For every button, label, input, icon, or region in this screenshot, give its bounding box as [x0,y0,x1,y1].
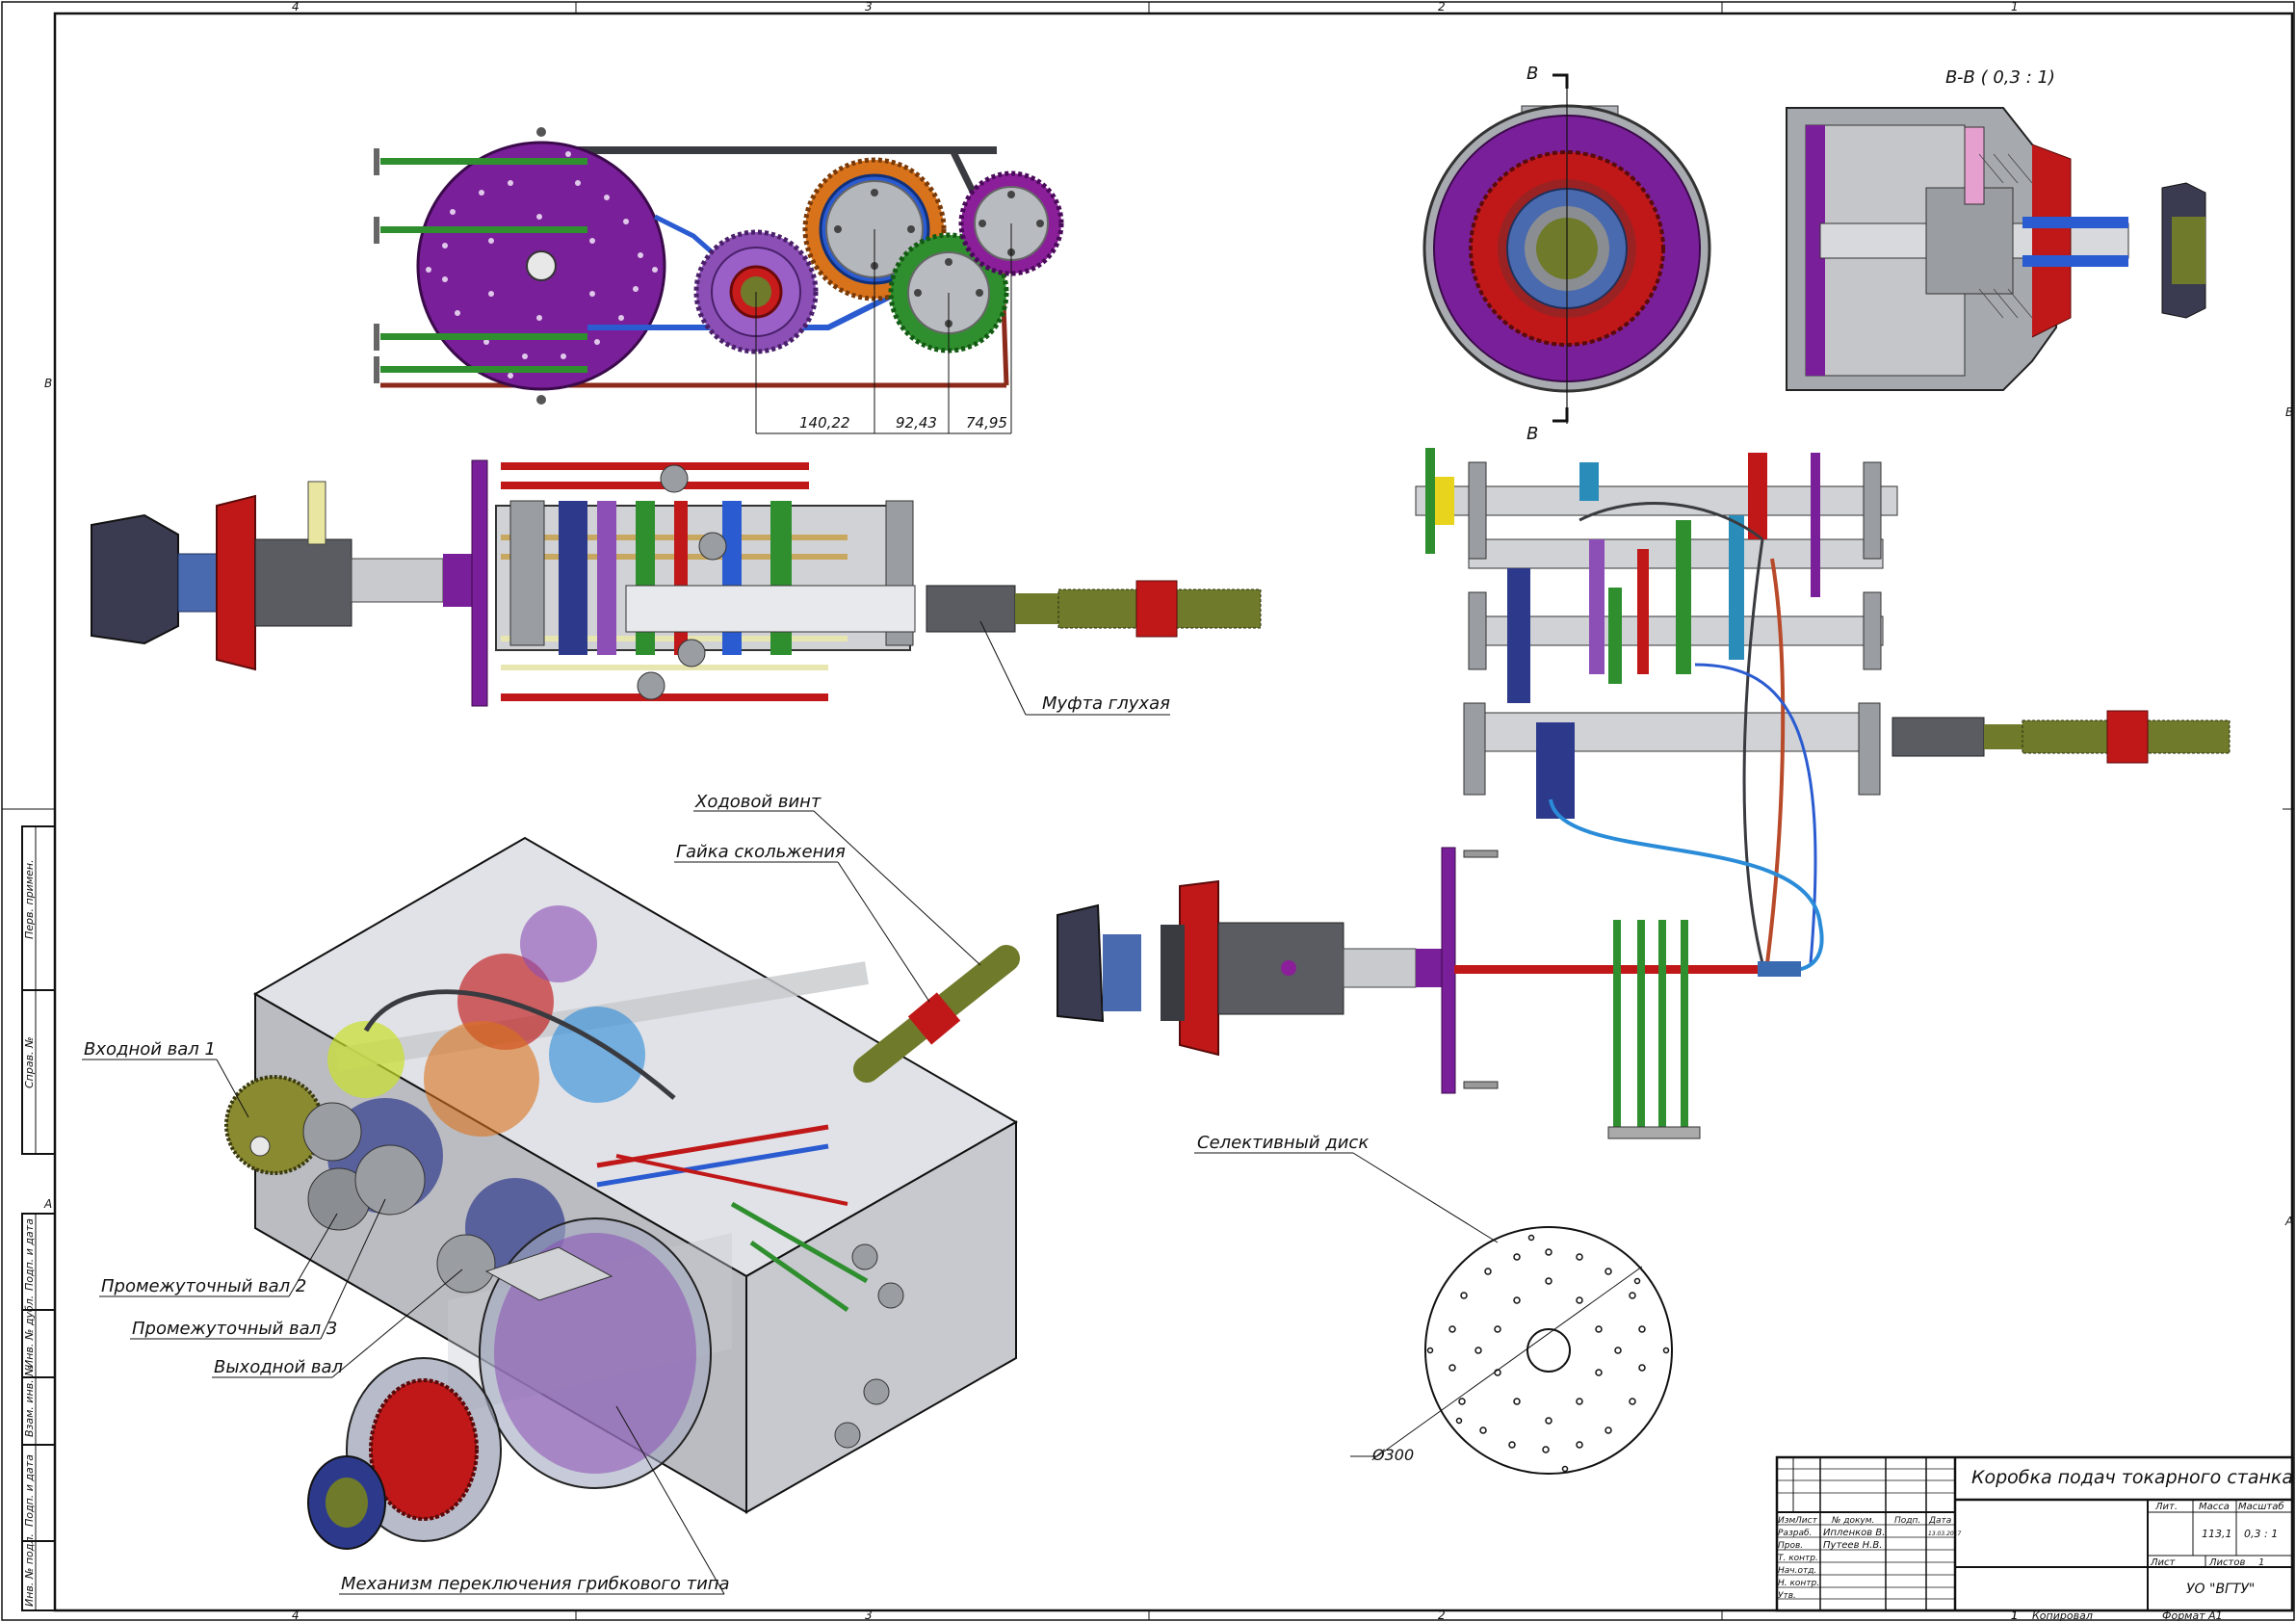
stamp-sign-date-2: Подп. и дата [23,1454,36,1527]
title-block: Коробка подач токарного станка Изм Лист … [1775,1455,2294,1622]
drawing-title: Коробка подач токарного станка [1971,1467,2293,1488]
callout-lead-screw: Ходовой винт [694,792,822,812]
selector-disk-detail: Ø300 Селективный диск [1194,1133,1673,1475]
zone-bottom-4: 4 [292,1609,300,1622]
callout-output-shaft: Выходной вал [214,1357,343,1377]
shaft-side-view: Муфта глухая [91,459,1262,716]
isometric-housing: Ходовой винт Гайка скольжения Входной ва… [82,792,1020,1595]
section-label: B-B ( 0,3 : 1) [1945,67,2055,88]
stamp-dup-inv: Инв. № дубл. [23,1295,36,1368]
role-checker: Пров. [1778,1541,1803,1551]
stamp-first-use: Перв. примен. [23,859,36,939]
cut-marker-top: B [1526,64,1538,84]
zone-right-a: A [2284,1215,2293,1228]
scale-label: Масштаб [2238,1501,2284,1512]
sheets-label: Листов [2208,1557,2245,1568]
zone-left-b: B [44,377,52,390]
cut-marker-bottom: B [1526,424,1538,444]
role-dept-head: Нач.отд. [1778,1566,1816,1576]
zone-right-b: B [2285,406,2293,419]
col-header-doc: № докум. [1831,1516,1874,1526]
callout-selector-disk: Селективный диск [1197,1133,1369,1153]
front-circular-view: B B [1422,64,1711,444]
callout-intermediate-2: Промежуточный вал 2 [101,1276,306,1296]
diameter-label: Ø300 [1371,1446,1414,1464]
zone-bottom-2: 2 [1438,1609,1446,1622]
checker-name: Путеев Н.В. [1823,1540,1882,1551]
dimension-3: 74,95 [966,414,1007,432]
sheet-number: 1 [2011,1609,2018,1622]
role-norm-control: Н. контр. [1778,1579,1819,1588]
mass-label: Масса [2199,1502,2230,1512]
developer-date: 13.03.2017 [1928,1530,1962,1537]
dimension-2: 92,43 [896,414,937,432]
zone-left-a: A [43,1197,52,1211]
sheets-count: 1 [2258,1557,2264,1568]
dimension-1: 140,22 [799,414,850,432]
col-header-sign: Подп. [1894,1516,1920,1526]
role-tech-control: Т. контр. [1778,1554,1818,1563]
zone-bottom-1: 1 [2011,1609,2019,1622]
zone-top-4: 4 [292,0,300,13]
developer-name: Ипленков В. [1823,1528,1885,1538]
lit-label: Лит. [2154,1502,2178,1512]
selector-side-view [1057,847,1801,1139]
stamp-orig-inv: Инв. № подл. [23,1533,36,1607]
zone-top-3: 3 [865,0,873,13]
format-label: Формат A1 [2162,1609,2223,1622]
callout-coupling: Муфта глухая [1042,693,1170,714]
col-header-sheet: Лист [1794,1516,1818,1526]
zone-top-1: 1 [2011,0,2019,13]
callout-mechanism: Механизм переключения грибкового типа [341,1574,730,1594]
zone-top-2: 2 [1438,0,1446,13]
col-header-date: Дата [1928,1516,1951,1526]
stamp-replace-inv: Взам. инв. № [23,1365,36,1437]
callout-input-shaft: Входной вал 1 [84,1039,216,1060]
callout-slide-nut: Гайка скольжения [676,842,846,862]
scale-value: 0,3 : 1 [2244,1528,2278,1540]
mass-value: 113,1 [2202,1528,2232,1540]
copied-label: Копировал [2032,1609,2093,1622]
col-header-change: Изм [1778,1516,1796,1526]
callout-intermediate-3: Промежуточный вал 3 [132,1319,337,1339]
section-view: B-B ( 0,3 : 1) [1786,67,2206,391]
stamp-reference: Справ. № [23,1036,36,1088]
organization: УО "ВГТУ" [2186,1582,2255,1597]
stamp-sign-date-1: Подп. и дата [23,1218,36,1291]
zone-bottom-3: 3 [865,1609,873,1622]
side-stamp: Перв. примен. Справ. № Подп. и дата Инв.… [21,825,56,1611]
role-approved: Утв. [1778,1591,1796,1601]
role-developer: Разраб. [1778,1529,1812,1538]
shaft-assembly-view [1415,448,2231,973]
sheet-label: Лист [2150,1557,2177,1568]
gear-train-view: 140,22 92,43 74,95 [374,127,1064,434]
